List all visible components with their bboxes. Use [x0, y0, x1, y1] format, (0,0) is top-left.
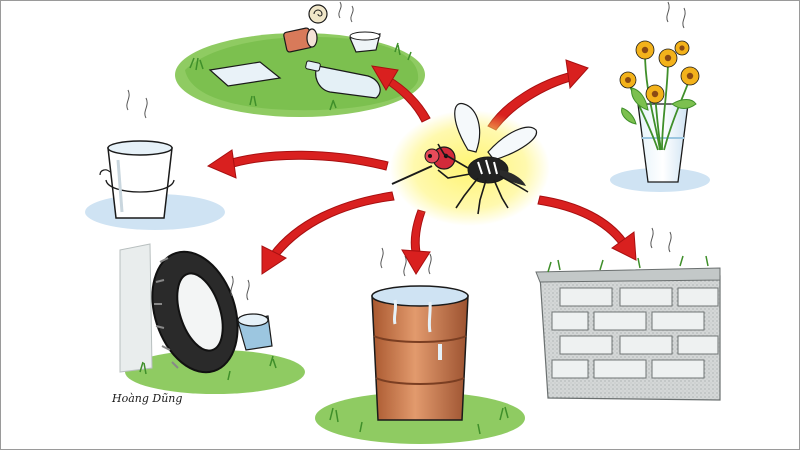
arrow-to-vase: [487, 59, 589, 131]
artist-signature: Hoàng Dũng: [111, 392, 182, 405]
brick-wall-icon: [535, 227, 721, 401]
old-tire-icon: [119, 243, 305, 394]
barrel-icon: [315, 247, 525, 444]
arrow-to-barrel: [401, 209, 431, 275]
arrow-to-tire: [261, 191, 395, 275]
mosquito-icon: [390, 102, 550, 226]
flower-vase-icon: [610, 1, 710, 192]
bucket-icon: [85, 89, 225, 230]
arrow-to-bucket: [206, 149, 389, 179]
arrow-to-litter: [371, 65, 431, 123]
arrows: [206, 59, 637, 275]
litter-bottles-cans-icon: [175, 1, 425, 117]
arrow-to-brick-wall: [537, 195, 637, 261]
